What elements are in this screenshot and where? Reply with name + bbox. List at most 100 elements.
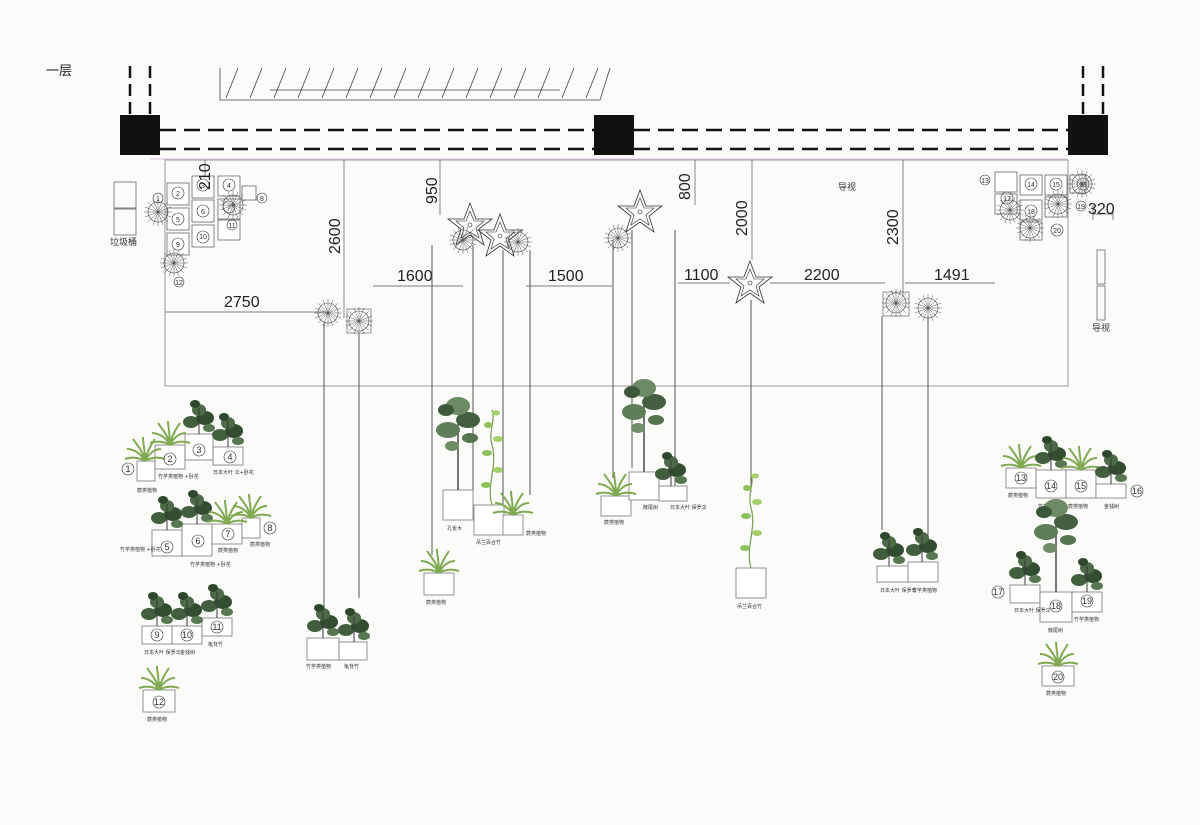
legend-number-6: 6 (195, 536, 200, 546)
plan-plant-icon (1067, 169, 1097, 199)
plan-plant-icon (218, 190, 248, 220)
plan-number-5: 5 (176, 217, 180, 224)
plan-number-13: 13 (981, 178, 989, 185)
hanging-label: 蕨类植物 (526, 530, 546, 537)
hanging-label: 蕨类植物 (426, 599, 446, 606)
plan-number-14: 14 (1027, 182, 1035, 189)
hanging-label: 吊兰百合竹 (476, 539, 501, 546)
plan-number-3: 3 (201, 183, 205, 190)
floor-label: 一层 (46, 64, 73, 79)
legend-label: 竹芋类植物 +卧花 (158, 473, 199, 480)
dimension-320: 320 (1088, 201, 1115, 218)
legend-label: 竹芋类植物 (1074, 616, 1099, 623)
legend-label: 蕨类植物 (1008, 492, 1028, 499)
hanging-group-3: 蕨类植物 散尾树 日本大叶 保罗伞 (595, 378, 707, 526)
legend-plant-icon (180, 489, 214, 525)
hanging-label: 日本大叶 保罗伞 (880, 587, 917, 594)
legend-number-4: 4 (227, 452, 232, 462)
dimension-1491: 1491 (934, 267, 970, 284)
hanging-label: 散尾树 (643, 504, 658, 511)
dimension-950: 950 (424, 177, 441, 204)
hanging-group-5: 日本大叶 保罗伞 竹芋类植物 (872, 527, 939, 594)
plan-grid-left (166, 175, 257, 256)
plan-plant-icon (881, 288, 911, 318)
stair-hatch (219, 67, 611, 101)
legend-number-18: 18 (1051, 601, 1061, 611)
legend-plant-icon (138, 665, 180, 691)
planter-box (628, 471, 660, 501)
legend-label: 日本大叶 保罗伞 (144, 649, 181, 656)
hanging-group-1: 竹芋类植物 龟背竹 (306, 603, 371, 670)
plan-number-12: 12 (175, 280, 183, 287)
plan-plant-icon (159, 248, 189, 278)
planter-box (600, 495, 632, 517)
legend-number-1: 1 (125, 464, 130, 474)
legend-label: 蕨类植物 (1046, 690, 1066, 697)
legend-plant-icon (1070, 557, 1104, 593)
hanging-label: 竹芋类植物 (912, 587, 937, 594)
plan-star-icon (447, 202, 493, 246)
plan-numbers-right: 13 14 15 16 17 18 19 20 (979, 169, 1097, 243)
dimension-2200: 2200 (804, 267, 840, 284)
plant-icon (418, 548, 460, 574)
legend-label: 日本大叶 伞+卧花 (213, 469, 254, 476)
plan-plant-icon (503, 227, 533, 257)
plan-number-18: 18 (1027, 209, 1035, 216)
planter-box (306, 637, 340, 661)
planter-box (442, 489, 474, 521)
planter-box (735, 567, 767, 599)
legend-plant-icon (1060, 445, 1102, 471)
legend-number-5: 5 (164, 542, 169, 552)
legend-label: 蕨类植物 (218, 547, 238, 554)
legend-plant-icon (211, 412, 245, 448)
legend-plant-icon (200, 583, 234, 619)
guide-sign-right (1096, 249, 1106, 321)
hanging-group-4: 吊兰百合竹 (735, 472, 767, 610)
plan-plant-icon (313, 298, 343, 328)
planter-box (338, 641, 368, 661)
legend-number-10: 10 (182, 630, 192, 640)
plant-icon (739, 472, 763, 569)
legend-label: 散尾树 (1048, 627, 1063, 634)
planter-box (423, 572, 455, 596)
plan-number-19: 19 (1077, 204, 1085, 211)
hanging-label: 蕨类植物 (604, 519, 624, 526)
dimension-2600: 2600 (327, 218, 344, 254)
plan-number-10: 10 (199, 234, 207, 241)
legend-label: 金钱树 (1104, 503, 1119, 510)
legend-label: 竹芋类植物 +卧花 (120, 546, 161, 553)
legend-label: 蕨类植物 (137, 487, 157, 494)
dimension-1600: 1600 (397, 268, 433, 285)
legend-number-9: 9 (154, 630, 159, 640)
dimension-2300: 2300 (885, 209, 902, 245)
legend-label: 蕨类植物 (147, 716, 167, 723)
legend-label: 蕨类植物 (250, 541, 270, 548)
plan-number-8: 8 (260, 196, 264, 203)
legend-plant-icon (1094, 449, 1128, 485)
trash-bin: 垃圾桶 (110, 181, 137, 248)
ceiling-structure (120, 66, 1108, 160)
plan-plant-icon (143, 197, 173, 227)
room-outline (164, 159, 1069, 387)
column-center (594, 115, 634, 155)
planter-box (876, 565, 910, 583)
legend-plant-icon (1008, 550, 1042, 586)
legend-plant-icon (206, 499, 248, 525)
plan-plant-icon (344, 306, 374, 336)
trash-bin-label: 垃圾桶 (110, 236, 137, 248)
plant-icon (905, 527, 939, 563)
plant-icon (654, 451, 688, 487)
plan-number-20: 20 (1053, 228, 1061, 235)
legend-number-12: 12 (154, 697, 164, 707)
legend-plant-icon (140, 591, 174, 627)
legend-plant-icon (230, 493, 272, 519)
legend-number-13: 13 (1016, 473, 1026, 483)
legend-number-11: 11 (212, 622, 221, 632)
dimension-2000: 2000 (734, 200, 751, 236)
column-right (1068, 115, 1108, 155)
hanging-label: 孔雀木 (447, 525, 462, 532)
planter-box (907, 561, 939, 583)
legend-label: 蕨类植物 (1068, 503, 1088, 510)
plan-number-9: 9 (176, 242, 180, 249)
plan-plant-icon (995, 195, 1025, 225)
